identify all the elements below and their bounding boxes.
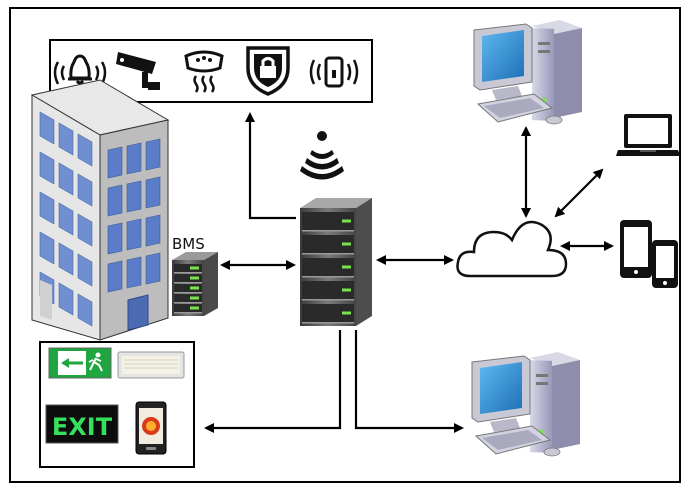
tablet-icon	[620, 220, 652, 278]
cloud-icon	[456, 220, 568, 278]
cctv-camera-icon	[116, 52, 160, 90]
server-slot	[302, 281, 354, 299]
building-window	[58, 282, 74, 316]
building-window	[107, 146, 123, 179]
server-led	[342, 265, 351, 269]
server-led	[342, 219, 351, 223]
laptop-icon	[616, 114, 680, 156]
building-window	[39, 231, 55, 265]
vibration-sensor-icon	[309, 56, 359, 88]
building-window	[145, 214, 161, 247]
security-lock-shield-icon	[246, 46, 290, 96]
server-led	[342, 288, 351, 292]
bms-label: BMS	[172, 235, 205, 253]
building-window	[126, 142, 142, 175]
outer-frame	[9, 7, 681, 483]
connection-arrows	[204, 112, 614, 433]
server-led	[342, 311, 351, 315]
building-window	[58, 202, 74, 236]
building-window	[126, 180, 142, 213]
smartphone-icon	[652, 240, 678, 288]
wireless-signal-icon	[300, 131, 344, 180]
building-window	[145, 138, 161, 171]
server-slot	[302, 235, 354, 253]
server-slot-divider	[302, 253, 354, 255]
building-window	[58, 122, 74, 156]
desktop-computer-icon-bottom	[471, 352, 580, 457]
building-window	[77, 213, 93, 247]
mobile-phone-icon	[135, 401, 167, 455]
building-window	[39, 111, 55, 145]
building-window	[77, 173, 93, 207]
arrow-cloud-laptop	[554, 168, 604, 218]
server-slot	[174, 274, 202, 282]
smoke-detector-icon	[184, 50, 224, 93]
building-window	[145, 176, 161, 209]
server-slot-divider	[174, 302, 202, 304]
server-led	[190, 306, 199, 310]
emergency-light-icon	[117, 351, 185, 379]
server-slot-divider	[174, 312, 202, 314]
server-slot	[174, 264, 202, 272]
server-slot-divider	[302, 276, 354, 278]
server-slot	[174, 304, 202, 312]
server-led	[190, 286, 199, 290]
building-window	[107, 222, 123, 255]
server-slot	[174, 284, 202, 292]
arrow-server-to-sensors	[245, 112, 296, 220]
building-window	[107, 184, 123, 217]
server-slot-divider	[174, 282, 202, 284]
server-slot-divider	[302, 322, 354, 324]
building-window	[58, 242, 74, 276]
office-building-icon	[30, 79, 170, 341]
server-slot	[174, 294, 202, 302]
desktop-computer-icon	[473, 20, 582, 125]
building-window	[77, 133, 93, 167]
server-slot	[302, 258, 354, 276]
server-slot	[302, 304, 354, 322]
emergency-devices-panel: EXIT	[39, 341, 195, 468]
server-led	[190, 266, 199, 270]
server-slot	[302, 212, 354, 230]
building-window	[77, 253, 93, 287]
server-led	[190, 276, 199, 280]
main-server-icon	[300, 198, 372, 326]
exit-sign-text: EXIT	[52, 413, 113, 441]
building-window	[58, 162, 74, 196]
building-window	[145, 252, 161, 285]
server-led	[190, 296, 199, 300]
arrow-server-to-emergency	[204, 330, 342, 433]
server-slot-divider	[302, 230, 354, 232]
exit-sign-icon: EXIT	[45, 404, 119, 444]
building-window	[126, 256, 142, 289]
building-window	[126, 218, 142, 251]
server-slot-divider	[302, 299, 354, 301]
building-window	[77, 293, 93, 327]
building-window	[39, 151, 55, 185]
bms-server-icon	[172, 252, 218, 316]
server-led	[342, 242, 351, 246]
building-window	[39, 191, 55, 225]
server-slot-divider	[174, 292, 202, 294]
server-slot-divider	[174, 272, 202, 274]
arrow-server-to-desktop	[354, 330, 464, 433]
emergency-exit-sign-icon	[48, 347, 112, 379]
building-window	[107, 260, 123, 293]
